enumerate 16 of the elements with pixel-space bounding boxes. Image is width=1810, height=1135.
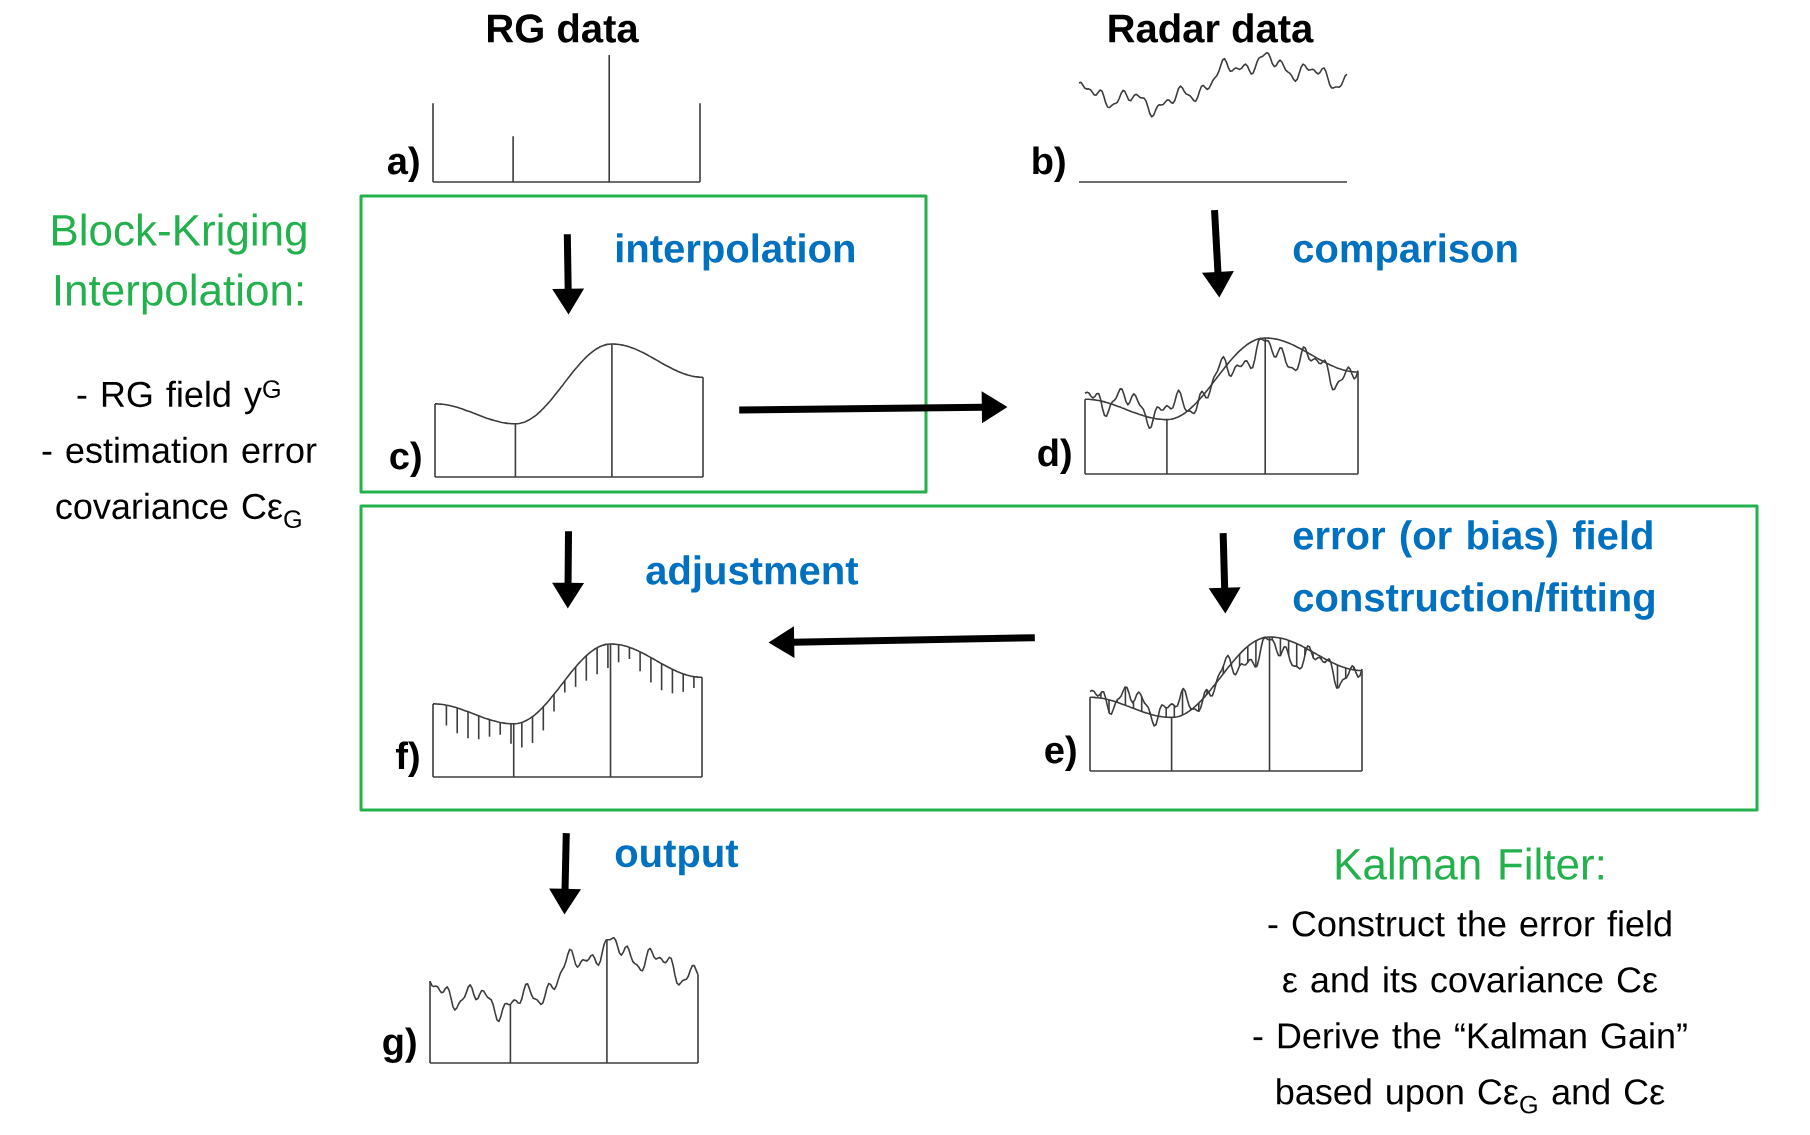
graph-sketch: c) [390,343,704,478]
graph-sketch: g) [383,937,699,1064]
graph-sketch: e) [1045,636,1363,772]
graph-sketch: b) [1033,52,1348,183]
edge-label: error (or bias) field construction/fitting [1293,520,1654,620]
edge-label: comparison [1293,233,1517,271]
graph-sketch: a) [387,54,701,183]
heading: Block-Kriging Interpolation: [53,213,306,315]
heading: Kalman Filter: [1336,847,1603,880]
graph-sketch: f) [395,643,703,778]
graph-sketch: d) [1038,337,1359,475]
note-text: - RG field y$^{G}$ - estimation error covariance Cε$_{G}$ [42,380,317,529]
edge-label: output [615,840,739,876]
edge-label: interpolation [617,233,854,271]
note-text: - Construct the error field ε and its covariance Cε - Derive the “Kalman Gain” based upon Cε$_{G}$ and Cε [1253,910,1687,1114]
edge-label: adjustment [646,555,859,593]
